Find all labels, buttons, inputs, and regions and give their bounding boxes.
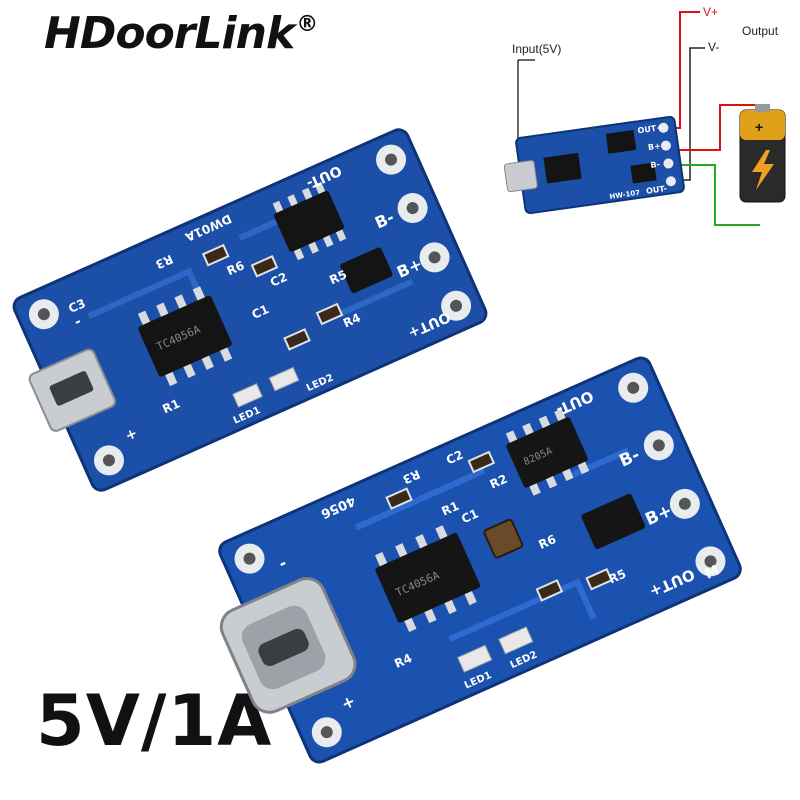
silk-r1: R1 <box>160 396 182 416</box>
silk-c1: C1 <box>459 506 480 526</box>
mosfet-chip <box>340 247 393 294</box>
mosfet-chip <box>581 493 646 550</box>
v-minus-label: V- <box>708 40 720 54</box>
spec-label: 5V/1A <box>36 680 273 762</box>
silk-minus: - <box>72 313 84 330</box>
svg-text:+: + <box>755 119 763 135</box>
mini-b-plus: B+ <box>647 141 661 152</box>
silk-r4: R4 <box>341 311 363 331</box>
brand-logo: HDoorLink® <box>44 8 318 59</box>
v-plus-label: V+ <box>703 5 719 19</box>
registered-mark: ® <box>296 12 318 37</box>
wiring-diagram: OUT+ B+ B- OUT- HW-107 + <box>503 11 786 226</box>
mini-out-minus: OUT- <box>645 184 667 196</box>
protection-chip <box>506 417 588 488</box>
silk-c3: C3 <box>66 296 87 316</box>
output-label: Output <box>742 24 779 38</box>
silk-r6: R6 <box>536 532 558 552</box>
battery-icon: + <box>739 104 786 203</box>
input-label: Input(5V) <box>512 42 562 56</box>
silk-r3: R3 <box>401 467 423 487</box>
silk-r5: R5 <box>607 567 629 587</box>
charger-chip <box>375 533 481 623</box>
silk-r3: R3 <box>153 252 175 272</box>
inductor <box>483 518 524 559</box>
micro-usb-board: OUT- B- B+ OUT+ R3 C3 C1 C2 R6 R5 R4 R1 … <box>12 128 488 492</box>
silk-c2: C2 <box>268 270 289 290</box>
silk-r4: R4 <box>392 651 414 671</box>
charger-chip <box>138 295 232 377</box>
silk-c1: C1 <box>250 302 271 322</box>
type-c-board: OUT- B- B+ OUT+ R3 C2 C1 R1 R2 R6 R5 R4 … <box>218 356 742 764</box>
silk-r2: R2 <box>488 472 510 492</box>
silk-c2: C2 <box>444 448 465 468</box>
silk-r1: R1 <box>439 499 461 519</box>
silk-r6: R6 <box>225 258 247 278</box>
mini-out-plus: OUT+ <box>637 123 663 135</box>
silk-m: M <box>703 563 722 583</box>
brand-name: HDoorLink <box>44 8 295 59</box>
protection-chip <box>274 190 345 252</box>
mini-b-minus: B- <box>650 160 661 170</box>
silk-r5: R5 <box>327 267 349 287</box>
